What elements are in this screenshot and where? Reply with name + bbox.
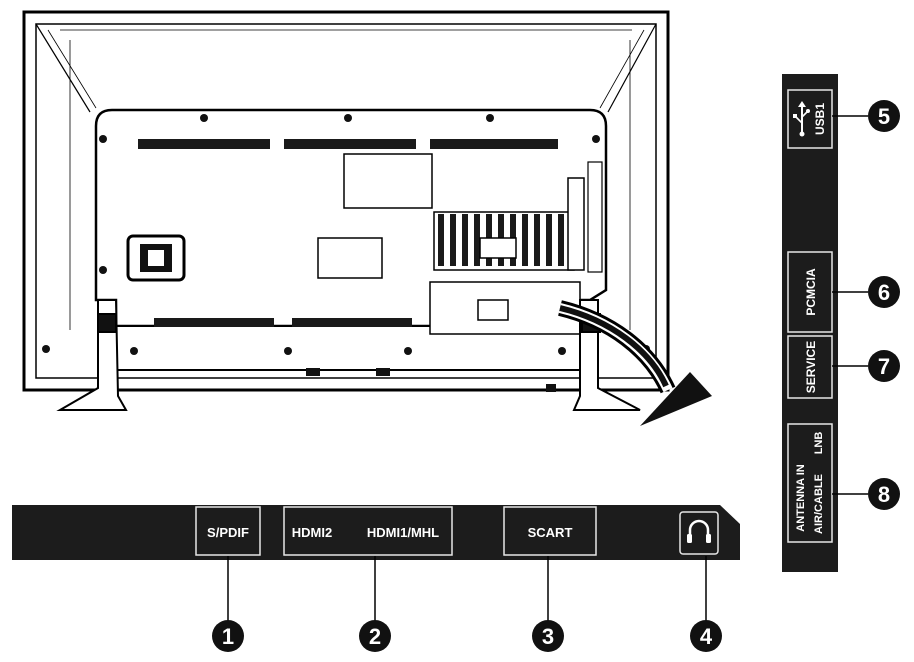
callout-2-circle [359, 620, 391, 652]
callout-5-circle [868, 100, 900, 132]
callout-1-number: 1 [222, 624, 234, 649]
bottom-callouts: 1 2 3 4 [212, 556, 722, 652]
top-vents [138, 139, 558, 149]
callout-6-circle [868, 276, 900, 308]
bottom-vents [154, 318, 412, 327]
scart-port-box [503, 506, 597, 556]
callout-4-number: 4 [700, 624, 713, 649]
spdif-port-label: S/PDIF [207, 525, 249, 540]
bottom-panel-body [12, 505, 740, 560]
hdmi2-port-label: HDMI2 [292, 525, 332, 540]
spdif-port-box [195, 506, 261, 556]
headphone-port-box [679, 511, 719, 555]
callout-6-number: 6 [878, 280, 890, 305]
callout-1-circle [212, 620, 244, 652]
callout-3-number: 3 [542, 624, 554, 649]
scart-port-label: SCART [528, 525, 573, 540]
lnb-label: LNB [813, 432, 825, 455]
detail-arrow [558, 300, 712, 426]
tv-inner-frame [35, 23, 657, 379]
model-label [317, 237, 383, 279]
hdmi1-port-label: HDMI1/MHL [367, 525, 439, 540]
callout-7-number: 7 [878, 354, 890, 379]
callout-5-number: 5 [878, 104, 890, 129]
service-port-label: SERVICE [804, 341, 818, 393]
antenna-port-box [787, 423, 833, 543]
callout-8-circle [868, 478, 900, 510]
callout-4-circle [690, 620, 722, 652]
bottom-clips [306, 368, 556, 392]
side-callouts: 5 6 7 8 [832, 100, 900, 510]
usb-port-label: USB1 [813, 103, 827, 135]
hdmi-port-box [283, 506, 453, 556]
side-connector-panel: USB1 PCMCIA SERVICE ANTENNA IN AIR/CABLE… [782, 74, 838, 572]
side-panel-body [782, 74, 838, 572]
antenna-in-label: ANTENNA IN [795, 464, 807, 531]
service-port-box [787, 335, 833, 399]
board-area [433, 161, 603, 273]
tv-rear-view [22, 10, 712, 426]
air-cable-label: AIR/CABLE [813, 474, 825, 534]
usb-port-box [787, 89, 833, 149]
usb-icon [793, 101, 810, 137]
power-socket [126, 234, 186, 282]
callout-7-circle [868, 350, 900, 382]
headphone-icon [687, 519, 711, 543]
rating-label [343, 153, 433, 209]
bottom-connector-panel: S/PDIF HDMI2 HDMI1/MHL SCART [12, 505, 740, 560]
pcmcia-port-label: PCMCIA [804, 268, 818, 316]
callout-2-number: 2 [369, 624, 381, 649]
callout-8-number: 8 [878, 482, 890, 507]
callout-3-circle [532, 620, 564, 652]
